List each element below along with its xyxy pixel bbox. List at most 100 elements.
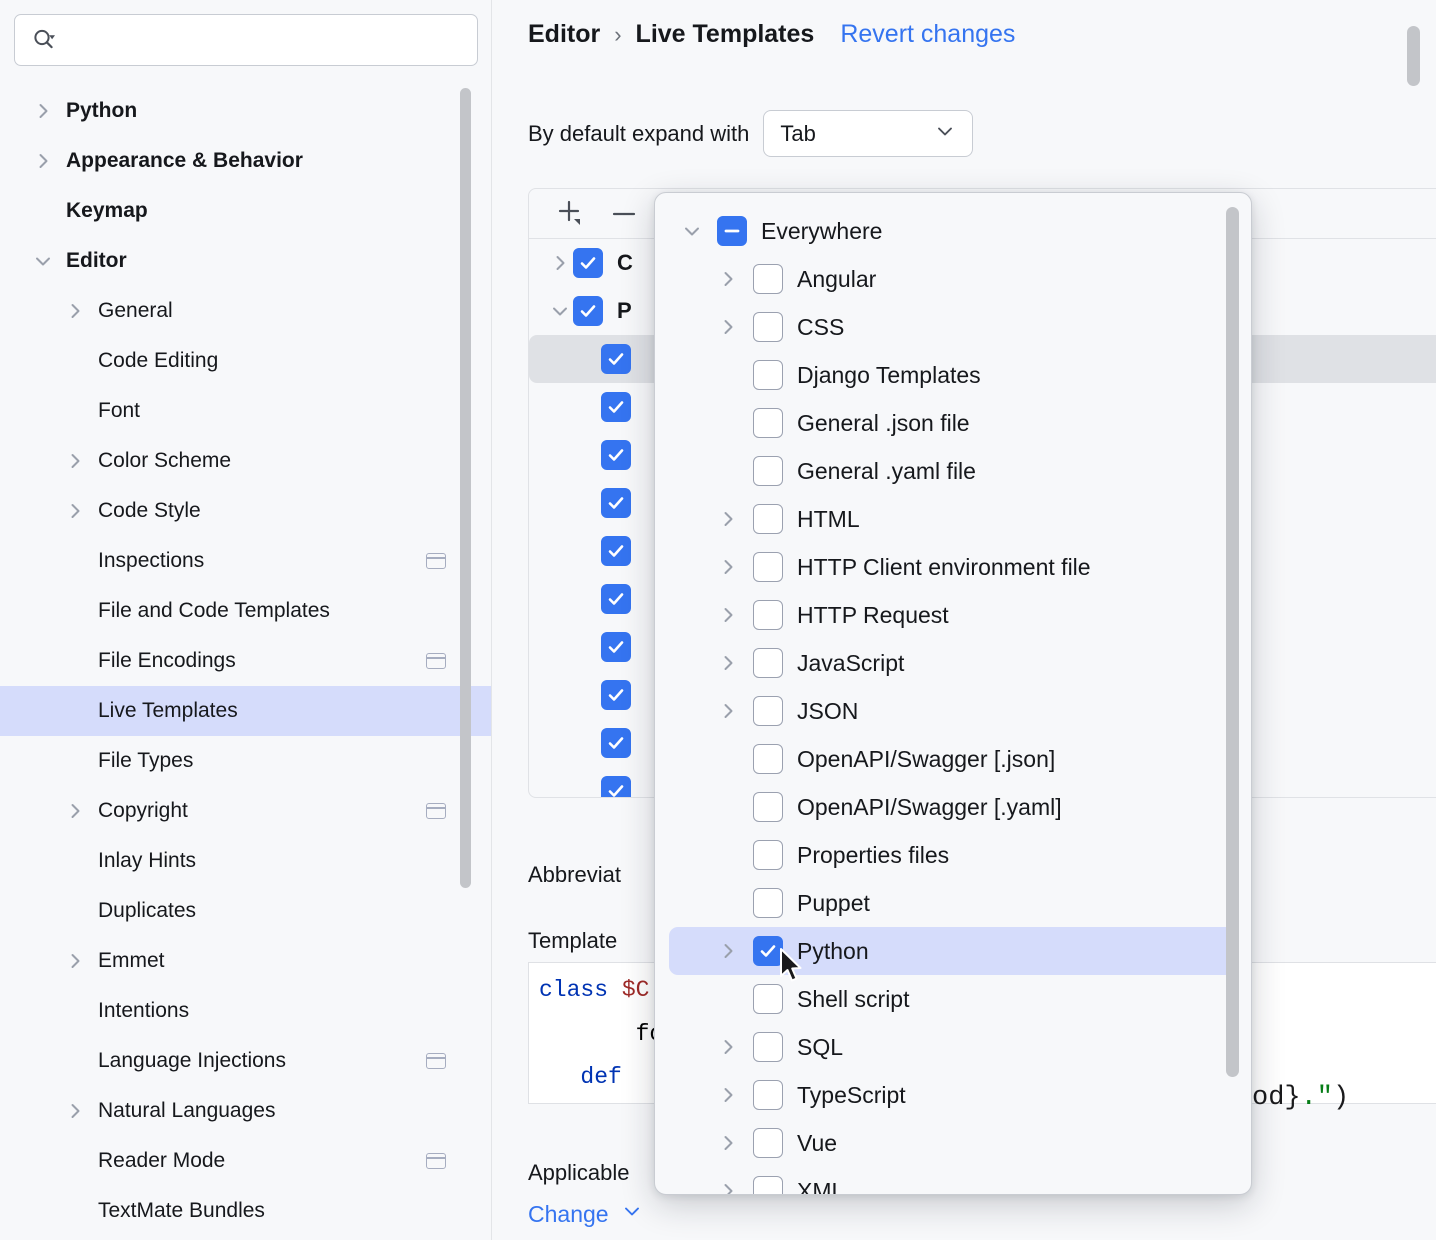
context-item-xml[interactable]: XML (655, 1167, 1251, 1194)
chevron-down-icon[interactable] (677, 220, 707, 242)
template-row[interactable] (529, 671, 1436, 719)
sidebar-item-live-templates[interactable]: Live Templates (0, 686, 491, 736)
chevron-right-icon[interactable] (62, 798, 88, 824)
context-item-typescript[interactable]: TypeScript (655, 1071, 1251, 1119)
chevron-right-icon[interactable] (62, 1098, 88, 1124)
template-row[interactable] (529, 767, 1436, 797)
context-checkbox[interactable] (753, 792, 783, 822)
template-checkbox[interactable] (601, 440, 631, 470)
template-checkbox[interactable] (601, 632, 631, 662)
context-item-http-client-environment-file[interactable]: HTTP Client environment file (655, 543, 1251, 591)
context-item-json[interactable]: JSON (655, 687, 1251, 735)
context-checkbox[interactable] (753, 840, 783, 870)
chevron-right-icon[interactable] (713, 940, 743, 962)
chevron-right-icon[interactable] (713, 556, 743, 578)
template-row[interactable] (529, 383, 1436, 431)
template-checkbox[interactable] (601, 344, 631, 374)
context-item-puppet[interactable]: Puppet (655, 879, 1251, 927)
context-item-general-json-file[interactable]: General .json file (655, 399, 1251, 447)
context-checkbox[interactable] (753, 504, 783, 534)
template-checkbox[interactable] (601, 728, 631, 758)
chevron-right-icon[interactable] (62, 498, 88, 524)
template-checkbox[interactable] (601, 680, 631, 710)
sidebar-item-code-style[interactable]: Code Style (0, 486, 491, 536)
context-item-shell-script[interactable]: Shell script (655, 975, 1251, 1023)
context-item-vue[interactable]: Vue (655, 1119, 1251, 1167)
chevron-right-icon[interactable] (547, 252, 573, 274)
context-checkbox[interactable] (753, 1080, 783, 1110)
context-checkbox[interactable] (753, 1176, 783, 1194)
expand-with-select[interactable]: Tab (763, 110, 974, 157)
context-checkbox[interactable] (753, 744, 783, 774)
context-item-sql[interactable]: SQL (655, 1023, 1251, 1071)
chevron-right-icon[interactable] (713, 1036, 743, 1058)
template-checkbox[interactable] (601, 776, 631, 797)
chevron-right-icon[interactable] (713, 1084, 743, 1106)
template-row[interactable] (529, 623, 1436, 671)
sidebar-item-textmate-bundles[interactable]: TextMate Bundles (0, 1186, 491, 1236)
template-row[interactable] (529, 575, 1436, 623)
chevron-right-icon[interactable] (62, 298, 88, 324)
sidebar-item-language-injections[interactable]: Language Injections (0, 1036, 491, 1086)
sidebar-item-reader-mode[interactable]: Reader Mode (0, 1136, 491, 1186)
context-item-properties-files[interactable]: Properties files (655, 831, 1251, 879)
breadcrumb-root[interactable]: Editor (528, 20, 601, 48)
chevron-right-icon[interactable] (713, 1180, 743, 1194)
sidebar-item-keymap[interactable]: Keymap (0, 186, 491, 236)
chevron-right-icon[interactable] (62, 948, 88, 974)
context-checkbox[interactable] (753, 360, 783, 390)
context-checkbox[interactable] (753, 1032, 783, 1062)
template-checkbox[interactable] (601, 536, 631, 566)
sidebar-item-file-and-code-templates[interactable]: File and Code Templates (0, 586, 491, 636)
context-checkbox[interactable] (753, 696, 783, 726)
template-row[interactable] (529, 527, 1436, 575)
sidebar-item-appearance-behavior[interactable]: Appearance & Behavior (0, 136, 491, 186)
sidebar-item-editor[interactable]: Editor (0, 236, 491, 286)
sidebar-item-general[interactable]: General (0, 286, 491, 336)
template-checkbox[interactable] (601, 584, 631, 614)
template-checkbox[interactable] (573, 248, 603, 278)
sidebar-item-code-editing[interactable]: Code Editing (0, 336, 491, 386)
search-input[interactable] (57, 15, 477, 65)
chevron-right-icon[interactable] (713, 1132, 743, 1154)
context-checkbox[interactable] (753, 600, 783, 630)
popup-scrollbar[interactable] (1226, 207, 1239, 1077)
context-item-everywhere[interactable]: Everywhere (655, 207, 1251, 255)
context-item-javascript[interactable]: JavaScript (655, 639, 1251, 687)
sidebar-item-intentions[interactable]: Intentions (0, 986, 491, 1036)
chevron-right-icon[interactable] (62, 448, 88, 474)
chevron-right-icon[interactable] (713, 652, 743, 674)
context-item-angular[interactable]: Angular (655, 255, 1251, 303)
context-item-html[interactable]: HTML (655, 495, 1251, 543)
template-group-row[interactable]: C (529, 239, 1436, 287)
sidebar-item-emmet[interactable]: Emmet (0, 936, 491, 986)
context-checkbox[interactable] (753, 648, 783, 678)
context-checkbox[interactable] (753, 264, 783, 294)
sidebar-item-file-encodings[interactable]: File Encodings (0, 636, 491, 686)
context-checkbox[interactable] (753, 312, 783, 342)
chevron-right-icon[interactable] (713, 268, 743, 290)
change-context-button[interactable]: Change (528, 1200, 643, 1228)
context-checkbox[interactable] (753, 408, 783, 438)
template-group-row[interactable]: P (529, 287, 1436, 335)
chevron-right-icon[interactable] (713, 700, 743, 722)
context-checkbox[interactable] (753, 984, 783, 1014)
context-checkbox[interactable] (753, 552, 783, 582)
chevron-right-icon[interactable] (713, 316, 743, 338)
chevron-down-icon[interactable] (547, 300, 573, 322)
context-checkbox[interactable] (717, 216, 747, 246)
sidebar-item-color-scheme[interactable]: Color Scheme (0, 436, 491, 486)
sidebar-item-copyright[interactable]: Copyright (0, 786, 491, 836)
template-row[interactable] (529, 719, 1436, 767)
search-field[interactable] (14, 14, 478, 66)
sidebar-item-inlay-hints[interactable]: Inlay Hints (0, 836, 491, 886)
sidebar-item-natural-languages[interactable]: Natural Languages (0, 1086, 491, 1136)
template-checkbox[interactable] (601, 392, 631, 422)
chevron-right-icon[interactable] (713, 508, 743, 530)
context-checkbox[interactable] (753, 888, 783, 918)
context-item-http-request[interactable]: HTTP Request (655, 591, 1251, 639)
sidebar-item-font[interactable]: Font (0, 386, 491, 436)
context-item-django-templates[interactable]: Django Templates (655, 351, 1251, 399)
sidebar-item-file-types[interactable]: File Types (0, 736, 491, 786)
context-item-python[interactable]: Python (669, 927, 1239, 975)
